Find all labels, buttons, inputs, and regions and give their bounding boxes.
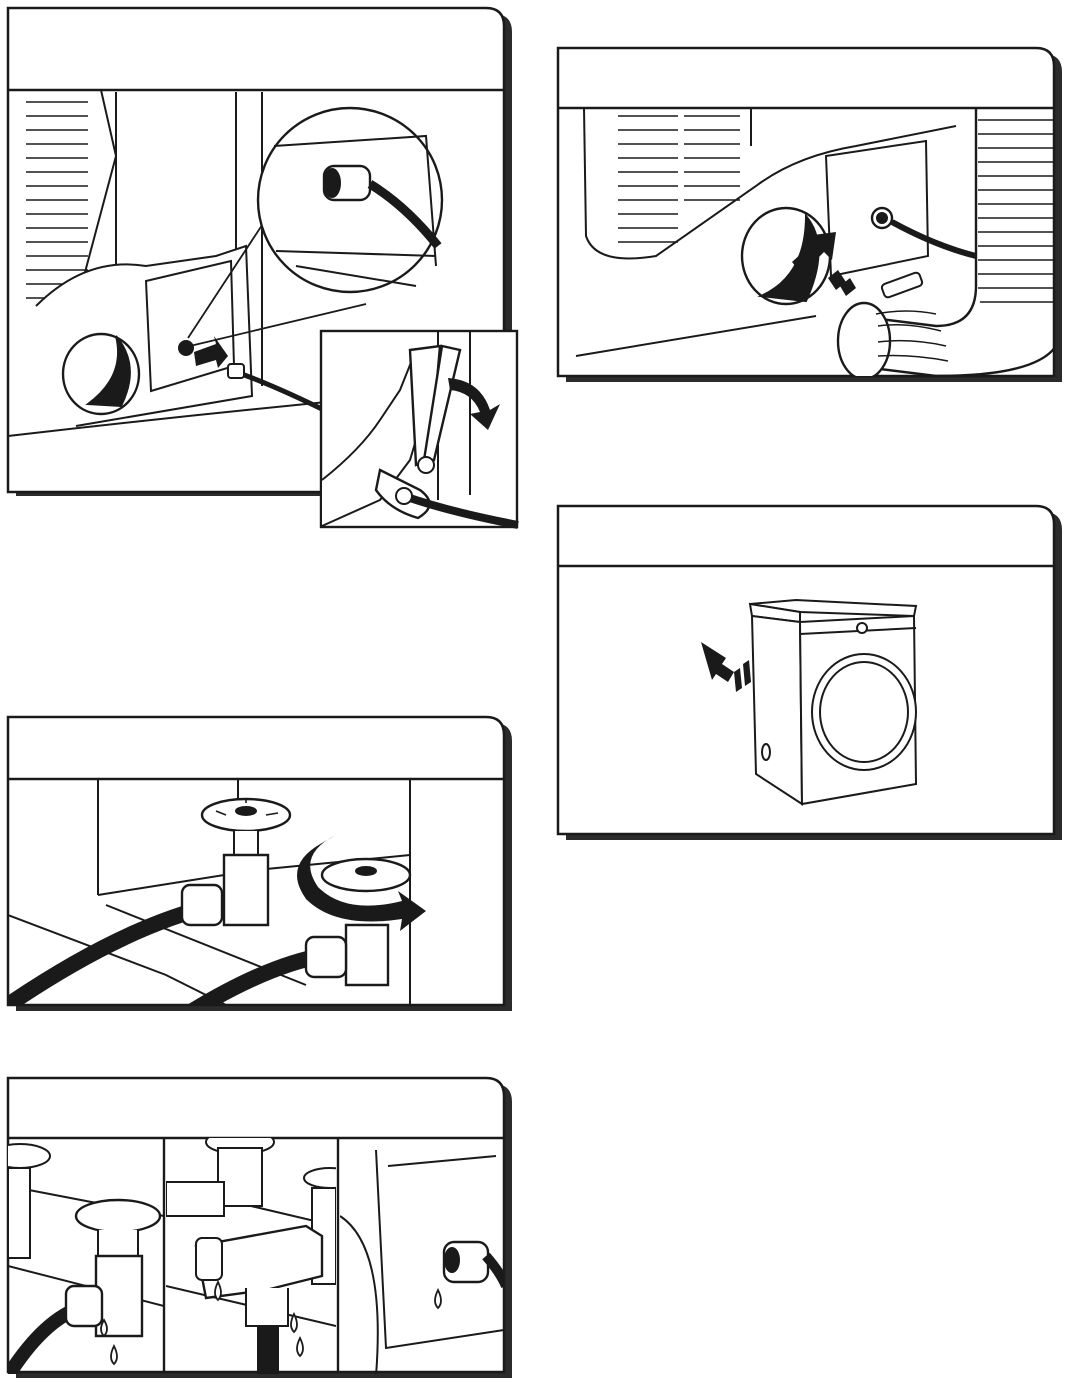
step-card-check-leaks: [6, 1076, 518, 1382]
water-drop-icon: [291, 1314, 297, 1332]
pliers-inset: [320, 330, 518, 528]
step-card-move-dryer: [556, 504, 1068, 844]
valve-handle-icon: [322, 859, 410, 891]
valve-handle-icon: [202, 799, 290, 831]
water-drop-icon: [111, 1346, 117, 1364]
vent-opening: [63, 334, 139, 414]
water-drop-icon: [215, 1282, 221, 1300]
step-card-disconnect-hose: [6, 6, 518, 494]
water-drop-icon: [101, 1320, 107, 1336]
water-drop-icon: [435, 1290, 441, 1308]
water-drop-icon: [297, 1338, 303, 1356]
step-card-turn-on-water: [6, 715, 518, 1015]
dryer-appliance: [750, 600, 916, 804]
step-card-vent-duct: [556, 46, 1068, 386]
